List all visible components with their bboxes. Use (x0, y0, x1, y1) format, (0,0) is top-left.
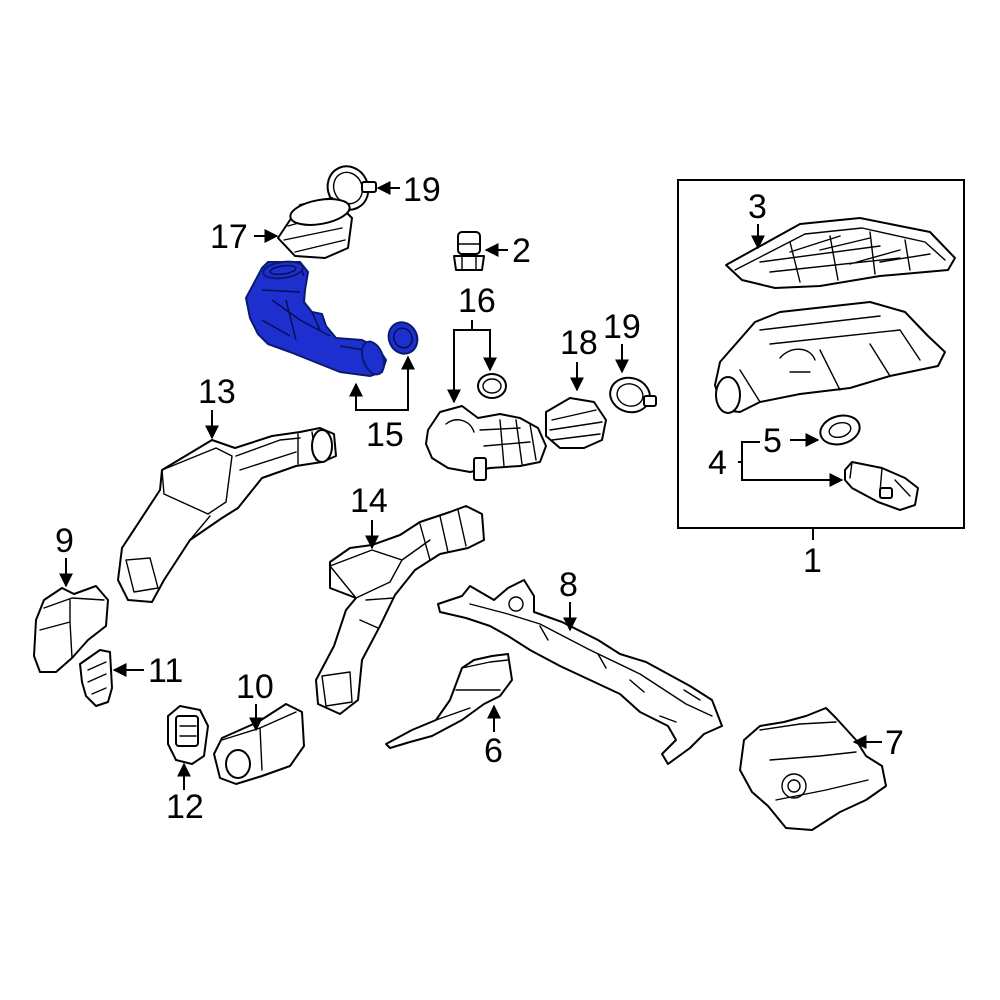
part-4-airflow-sensor[interactable] (844, 461, 919, 511)
part-15-intake-duct-highlighted[interactable] (245, 259, 422, 377)
leader-15 (349, 355, 415, 411)
callout-2: 2 (512, 232, 531, 270)
callout-8: 8 (559, 566, 578, 604)
part-6-deflector[interactable] (385, 653, 513, 749)
part-3-cleaner-cover[interactable] (725, 217, 956, 289)
callout-4: 4 (708, 444, 727, 482)
callout-18: 18 (560, 324, 598, 362)
part-7-heat-shield[interactable] (739, 707, 887, 831)
part-16-elbow-hose[interactable] (425, 405, 547, 481)
part-2-plug[interactable] (453, 231, 485, 271)
callout-9: 9 (55, 522, 74, 560)
part-5-grommet[interactable] (817, 411, 863, 448)
callout-1: 1 (803, 542, 822, 580)
part-12-bracket[interactable] (167, 705, 209, 765)
callout-10: 10 (236, 668, 274, 706)
part-9-air-guide[interactable] (33, 585, 109, 673)
callout-17: 17 (210, 218, 248, 256)
leader-4 (738, 441, 842, 480)
callout-14: 14 (350, 482, 388, 520)
callout-12: 12 (166, 788, 204, 826)
callout-15: 15 (366, 416, 404, 454)
assembly-box-1 (677, 179, 965, 529)
callout-3: 3 (748, 188, 767, 226)
callout-7: 7 (885, 724, 904, 762)
part-1-cleaner-housing[interactable] (714, 301, 946, 414)
part-10-air-guide[interactable] (213, 703, 305, 785)
callout-13: 13 (198, 373, 236, 411)
part-13-air-duct[interactable] (117, 427, 337, 603)
callout-5: 5 (763, 422, 782, 460)
part-11-bracket[interactable] (79, 649, 113, 707)
part-14-air-duct[interactable] (315, 505, 485, 715)
callout-11: 11 (148, 652, 183, 690)
callout-19b: 19 (603, 308, 641, 346)
part-8-support-bracket[interactable] (437, 579, 723, 765)
callout-6: 6 (484, 732, 503, 770)
part-19-clamp-right[interactable] (606, 373, 657, 416)
part-17-resonator[interactable] (277, 195, 353, 259)
callout-16: 16 (458, 282, 496, 320)
part-18-coupler-hose[interactable] (545, 397, 607, 449)
part-16-clamp[interactable] (477, 373, 507, 399)
callout-19a: 19 (403, 171, 441, 209)
